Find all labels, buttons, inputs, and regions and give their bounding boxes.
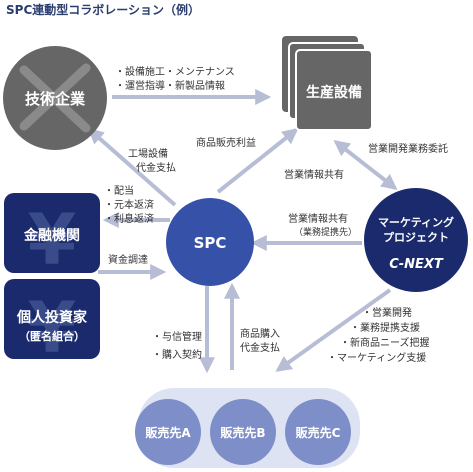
marketing-label-1: マーケティング bbox=[378, 215, 454, 229]
label-business-tieup: （業務提携先） bbox=[294, 226, 357, 238]
label-product-profit: 商品販売利益 bbox=[196, 136, 256, 149]
arrow-production-marketing bbox=[333, 140, 398, 190]
finance-node: ¥ 金融機関 bbox=[4, 193, 100, 281]
sellers-group: 販売先A 販売先B 販売先C bbox=[135, 388, 360, 468]
production-node: 生産設備 bbox=[282, 36, 373, 131]
label-finance-2: ・元本返済 bbox=[104, 198, 154, 211]
label-sales-info: 営業情報共有 bbox=[284, 168, 344, 181]
label-tech-to-prod-2: ・運営指導・新製品情報 bbox=[115, 79, 225, 92]
label-mkt-3: ・新商品ニーズ把握 bbox=[340, 336, 430, 349]
seller-b-label: 販売先B bbox=[220, 425, 265, 440]
label-finance-1: ・配当 bbox=[104, 184, 134, 197]
label-mkt-1: ・営業開発 bbox=[362, 306, 412, 319]
tech-company-node: 技術企業 bbox=[3, 46, 107, 150]
marketing-node: マーケティング プロジェクト C-NEXT bbox=[364, 188, 468, 292]
finance-label: 金融機関 bbox=[23, 227, 80, 244]
label-credit-1: ・与信管理 bbox=[152, 330, 202, 343]
label-factory-1: 工場設備 bbox=[128, 147, 168, 160]
yen-icon: ¥ bbox=[28, 199, 77, 281]
label-finance-3: ・利息返済 bbox=[104, 212, 154, 225]
tech-company-label: 技術企業 bbox=[25, 90, 86, 108]
spc-label: SPC bbox=[194, 234, 227, 252]
label-purchase-1: 商品購入 bbox=[240, 327, 280, 340]
label-credit-2: ・購入契約 bbox=[152, 348, 202, 361]
production-label: 生産設備 bbox=[306, 84, 362, 101]
cnext-logo: C-NEXT bbox=[389, 257, 444, 272]
yen-icon: ¥ bbox=[28, 287, 77, 369]
seller-a-label: 販売先A bbox=[145, 425, 191, 440]
label-sales-dev-commission: 営業開発業務委託 bbox=[368, 142, 448, 155]
label-purchase-2: 代金支払 bbox=[240, 341, 280, 354]
arrow-spc-to-tech bbox=[87, 127, 177, 207]
seller-c-label: 販売先C bbox=[296, 425, 341, 440]
investor-sublabel: （匿名組合） bbox=[19, 329, 85, 343]
label-sales-info-2: 営業情報共有 bbox=[288, 212, 348, 225]
arrows bbox=[87, 89, 398, 374]
marketing-label-2: プロジェクト bbox=[383, 230, 449, 244]
spc-node: SPC bbox=[166, 198, 254, 286]
page-title: SPC連動型コラボレーション（例） bbox=[6, 2, 200, 17]
arrow-marketing-to-sellers bbox=[275, 288, 392, 372]
arrow-spc-to-production bbox=[216, 128, 299, 194]
label-mkt-4: ・マーケティング支援 bbox=[327, 351, 426, 364]
arrow-labels: ・設備施工・メンテナンス ・運営指導・新製品情報 商品販売利益 工場設備 代金支… bbox=[104, 65, 448, 364]
label-factory-2: 代金支払 bbox=[136, 161, 176, 174]
investor-label: 個人投資家 bbox=[16, 309, 88, 326]
label-mkt-2: ・業務提携支援 bbox=[350, 321, 420, 334]
label-tech-to-prod-1: ・設備施工・メンテナンス bbox=[115, 65, 235, 78]
wrench-screwdriver-icon bbox=[19, 63, 91, 133]
label-funding: 資金調達 bbox=[108, 253, 148, 266]
investor-node: ¥ 個人投資家 （匿名組合） bbox=[4, 279, 100, 369]
